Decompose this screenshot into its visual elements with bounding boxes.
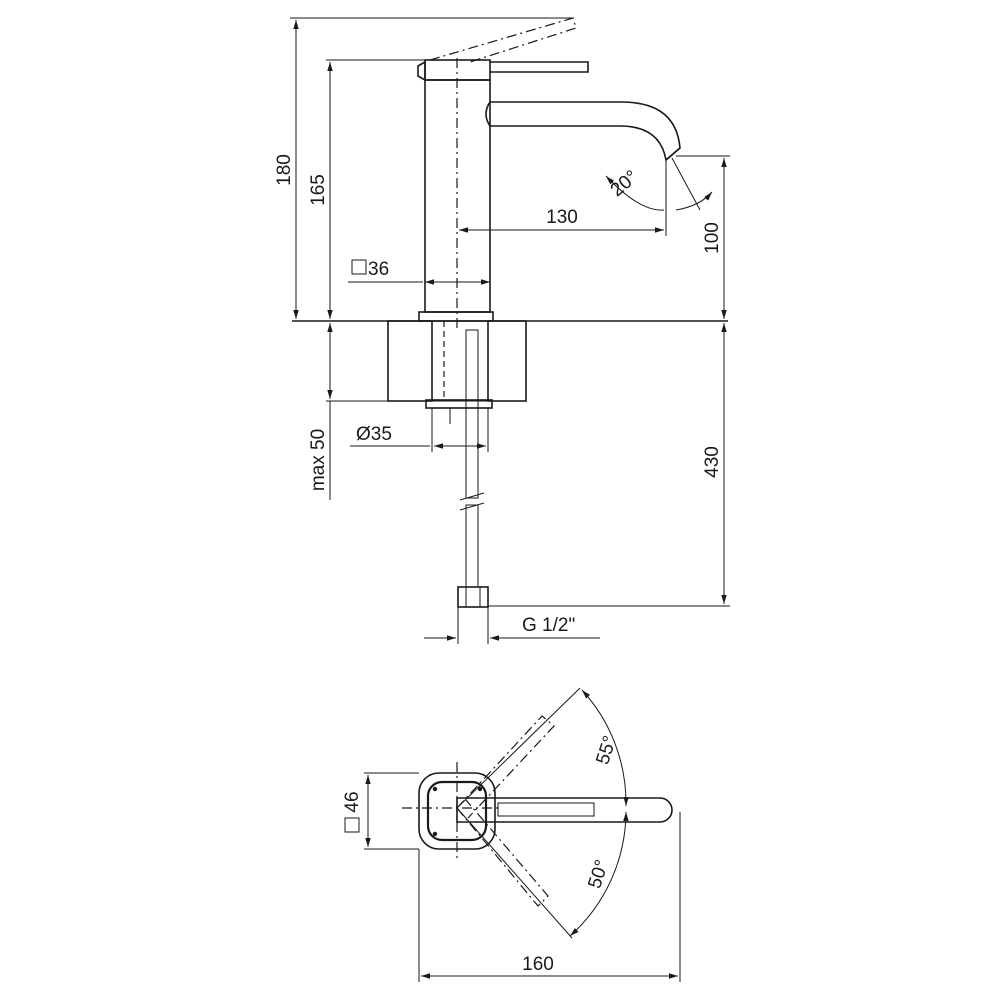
dim-label-lever-angle-down: 50° xyxy=(584,857,613,891)
lever-closed xyxy=(490,61,589,73)
dim-label-spout-reach: 130 xyxy=(546,207,578,228)
dim-label-spout-angle: 20° xyxy=(607,167,643,202)
angle-arc-55 xyxy=(581,689,629,807)
lever-phantom-50 xyxy=(456,799,549,907)
dim-label-max-deck: max 50 xyxy=(308,429,329,491)
mounting-hole xyxy=(431,320,489,402)
spout-outlet xyxy=(665,147,681,161)
lever-top-slot xyxy=(497,802,595,817)
flex-hose-lower xyxy=(465,504,479,588)
top-view: 55° 50° 46 160 xyxy=(342,687,681,982)
side-view: 180 165 130 100 20° 36 max 50 Ø35 xyxy=(274,17,730,644)
square-symbol-36 xyxy=(351,259,367,275)
dim-label-spout-height: 100 xyxy=(702,222,723,254)
angle-ref-line xyxy=(671,157,701,211)
angle-arc-20-right xyxy=(675,191,713,211)
body-corner-dot-1 xyxy=(432,786,438,792)
lever-phantom-55 xyxy=(456,715,555,819)
angle-guide-55 xyxy=(456,687,581,809)
flex-hose-upper xyxy=(465,329,479,499)
dim-label-total-height: 180 xyxy=(274,154,295,186)
angle-arc-20-left xyxy=(605,175,665,211)
dim-label-total-length: 160 xyxy=(522,954,554,975)
dim-label-body-height: 165 xyxy=(308,174,329,206)
countertop-section-right xyxy=(487,320,527,402)
spout-joint xyxy=(485,101,491,127)
dim-label-top-square: 46 xyxy=(342,791,363,812)
dim-label-body-square: 36 xyxy=(368,259,389,280)
fixing-nut xyxy=(425,399,493,409)
hose-break-mark-bottom xyxy=(459,502,485,511)
dim-label-connection: G 1/2" xyxy=(522,615,575,636)
square-symbol-46 xyxy=(344,817,360,833)
angle-guide-50 xyxy=(456,807,573,939)
hose-fitting-nut xyxy=(457,586,489,608)
countertop-section-left xyxy=(387,320,433,402)
lever-raised-phantom xyxy=(429,17,577,63)
hose-break-mark-top xyxy=(459,492,485,501)
body-corner-dot-2 xyxy=(477,786,483,792)
dim-label-hose-length: 430 xyxy=(702,446,723,478)
lever-top-outline xyxy=(456,797,673,823)
angle-arc-50 xyxy=(569,811,629,937)
handle-cap-edge xyxy=(417,60,426,82)
faucet-body xyxy=(424,79,491,313)
body-corner-dot-3 xyxy=(432,831,438,837)
body-base-ring xyxy=(418,311,494,322)
dim-label-mount-hole: Ø35 xyxy=(356,424,392,445)
dim-label-lever-angle-up: 55° xyxy=(592,733,621,767)
spout xyxy=(490,101,681,162)
